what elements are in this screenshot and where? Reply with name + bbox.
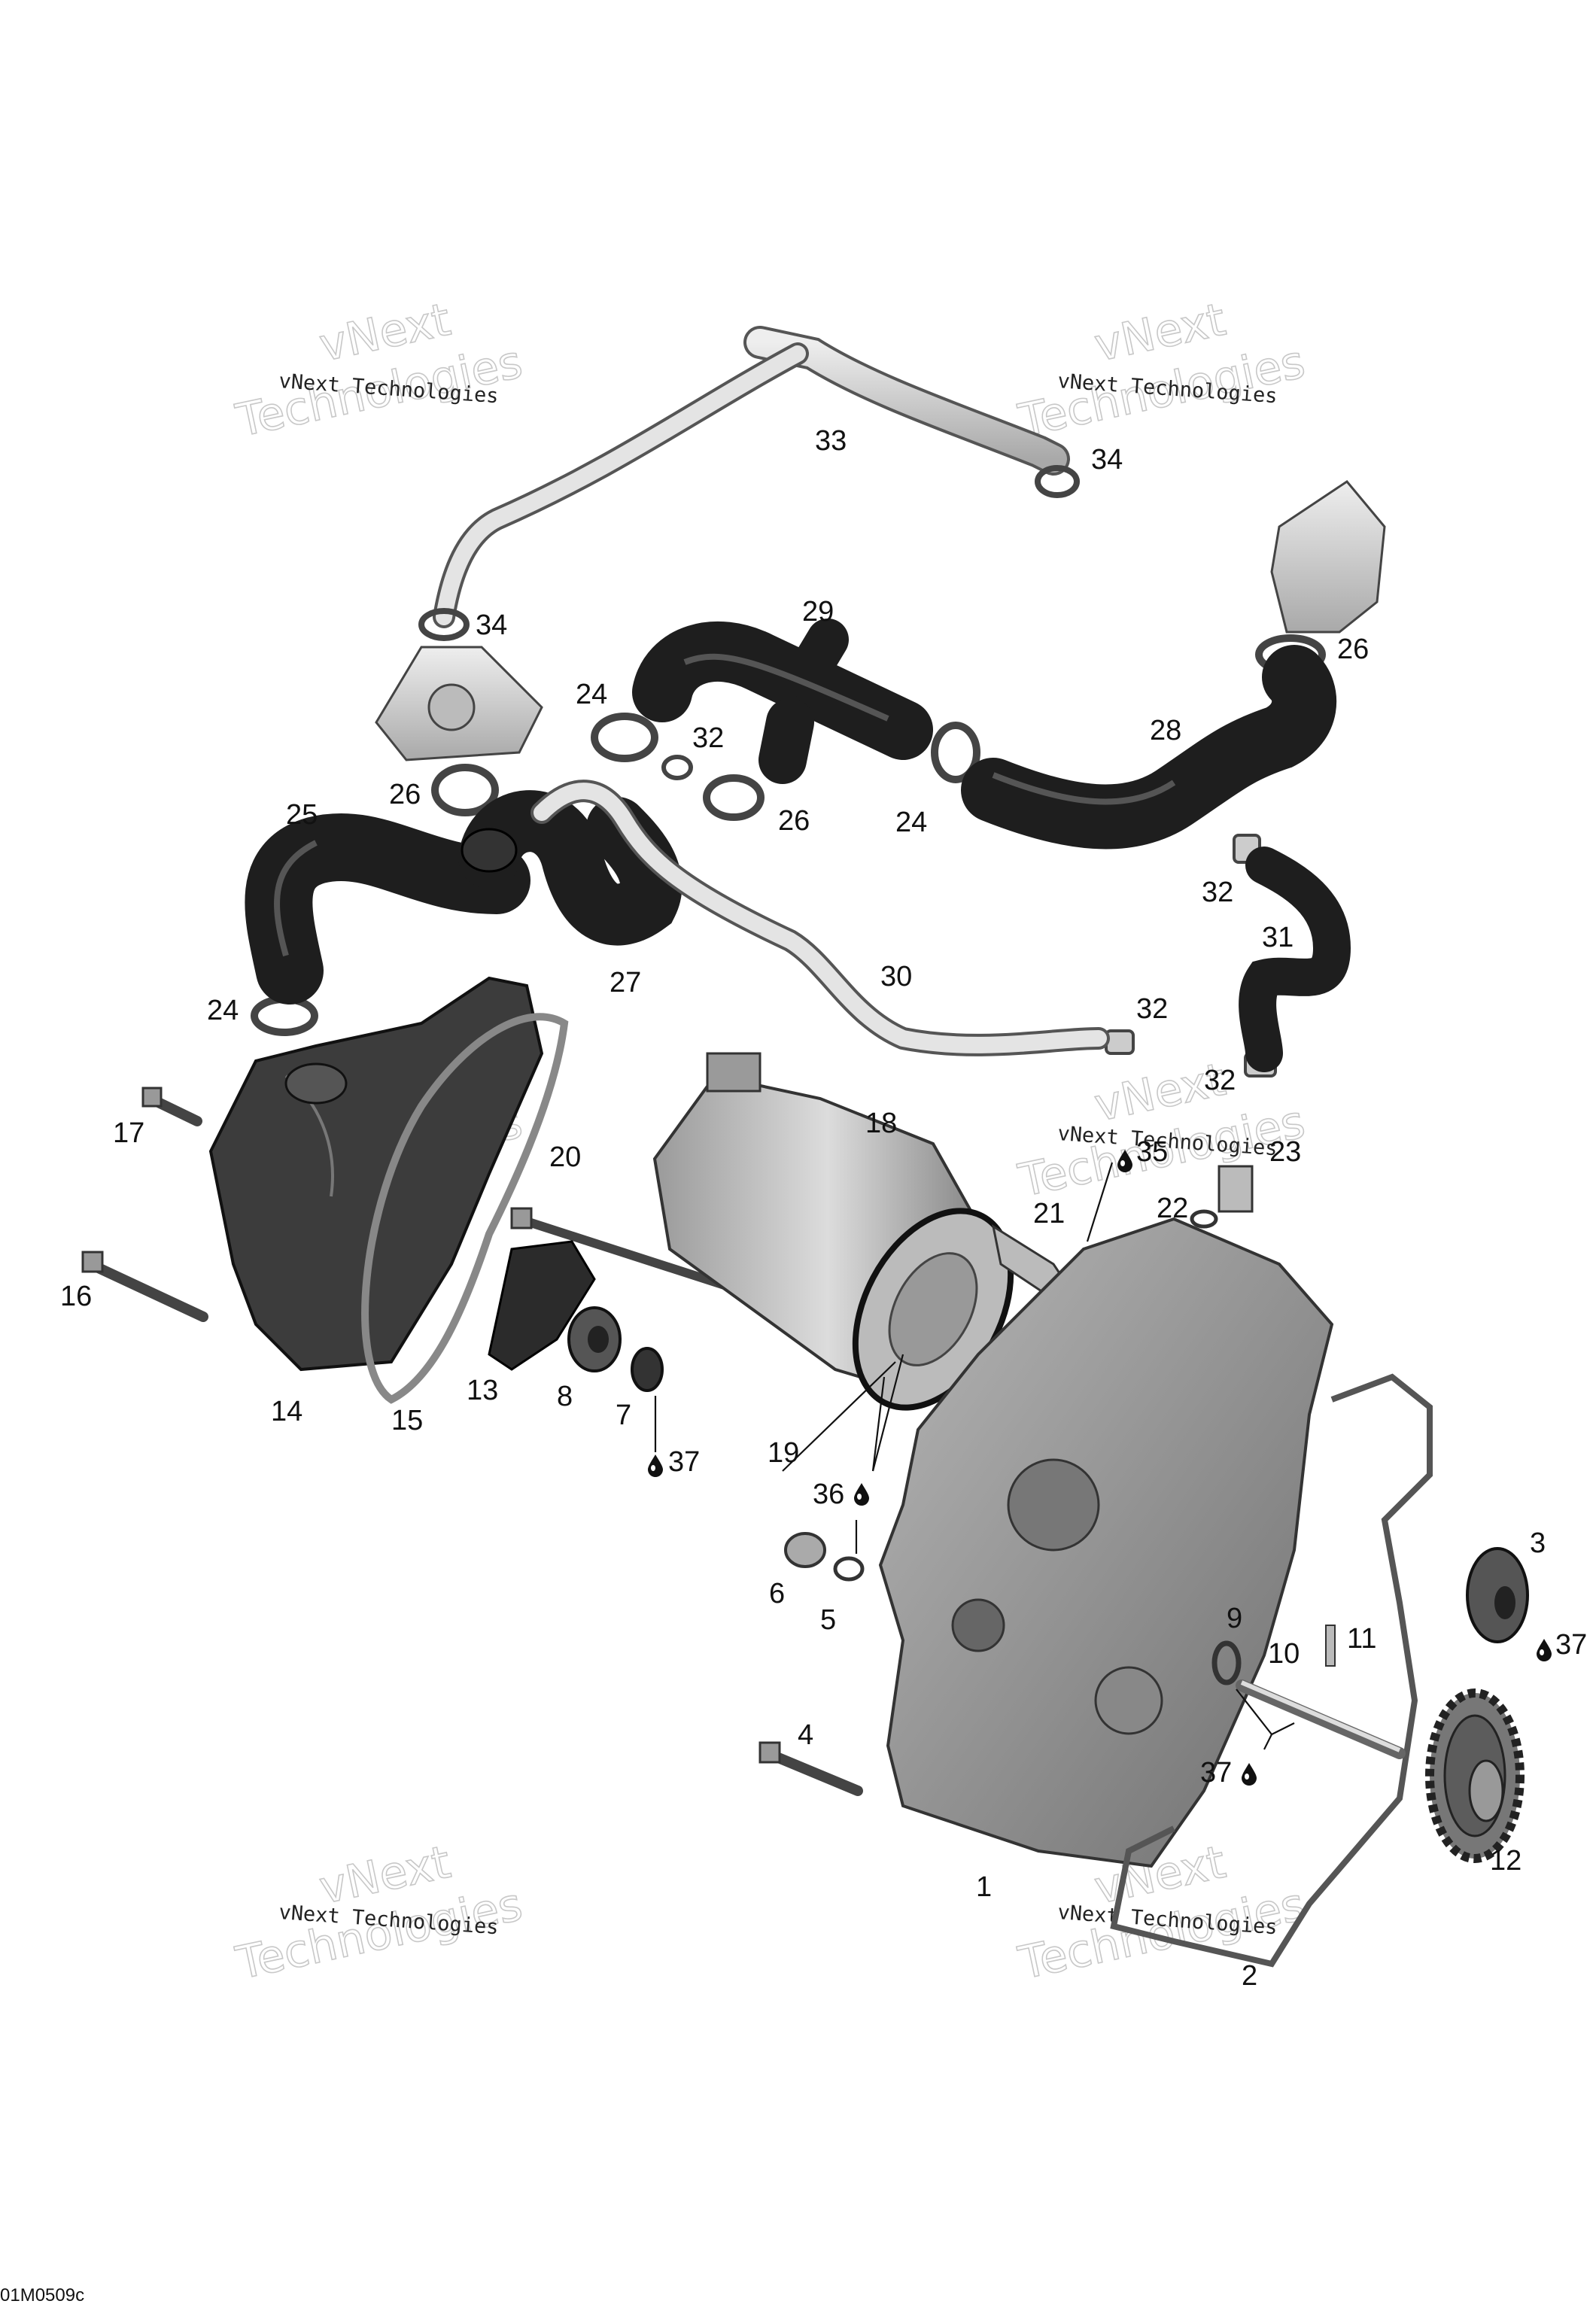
callout-37a: 37 [668,1446,700,1478]
part-15-gasket [361,1013,569,1404]
watermark-top-right: vNext Technologies vNext Technologies [1014,293,1310,448]
oil-drop-icon [854,1483,869,1506]
part-22-o-ring [1190,1209,1218,1229]
callout-16: 16 [60,1281,92,1312]
part-16-bolt [81,1251,208,1322]
callout-34b: 34 [476,609,507,641]
oil-drop-icon [648,1454,663,1477]
part-12-gear [1425,1688,1525,1863]
part-14-pump-housing [208,976,544,1372]
part-33-coolant-pipe [433,326,1070,628]
part-32-clamp-c [1105,1029,1135,1055]
part-23-fitting [1218,1165,1254,1213]
callout-13: 13 [467,1375,498,1406]
oil-drop-icon [1242,1763,1257,1786]
callout-10: 10 [1268,1638,1300,1670]
part-10-shaft [1236,1679,1406,1759]
part-18-oil-cooler [652,1052,1014,1411]
part-2-gasket [1110,1373,1433,1968]
part-24-clamp-a [591,713,658,762]
watermark-top-left: vNext Technologies vNext Technologies [231,293,527,448]
callout-29: 29 [802,596,834,628]
figure-code: 01M0509c [0,2285,84,2305]
part-32-clamp-a [661,755,693,780]
part-24-clamp-b [931,722,980,783]
part-17-bolt [141,1087,202,1126]
callout-9: 9 [1227,1603,1242,1634]
part-11-pin [1325,1625,1336,1667]
callout-32c: 32 [1136,993,1168,1025]
callout-37b: 37 [1555,1629,1587,1661]
part-28-hose [961,645,1336,850]
part-26-clamp-b [431,764,499,816]
callout-26c: 26 [778,805,810,837]
callout-23: 23 [1269,1136,1301,1168]
callout-24c: 24 [207,995,239,1026]
part-8-seal [567,1306,622,1372]
callout-1: 1 [976,1871,992,1903]
callout-20: 20 [549,1141,581,1173]
part-1-crankcase-cover [878,1217,1334,1868]
callout-2: 2 [1242,1960,1257,1992]
part-26-clamp-c [703,774,765,821]
callout-26b: 26 [389,779,421,810]
callout-17: 17 [113,1117,144,1149]
callout-7: 7 [616,1400,631,1431]
callout-24b: 24 [895,807,927,838]
oil-drop-icon [1537,1639,1552,1661]
callout-34a: 34 [1091,444,1123,476]
callout-30: 30 [880,961,912,992]
callout-24a: 24 [576,679,607,710]
callout-27: 27 [610,967,641,998]
callout-26a: 26 [1337,634,1369,665]
callout-labels: 1 2 3 4 5 6 7 8 9 10 11 12 13 14 15 16 1… [60,425,1587,1992]
part-thermostat-housing [1270,480,1386,634]
part-4-bolt [758,1741,863,1796]
callout-6: 6 [769,1578,785,1609]
part-6-plug [784,1532,826,1568]
callout-32a: 32 [692,722,724,754]
callout-15: 15 [391,1405,423,1436]
callout-14: 14 [271,1396,302,1427]
leader-lines [654,1162,1295,1750]
callout-8: 8 [557,1381,573,1412]
part-30-metal-pipe [530,780,1110,1056]
part-29-t-hose [632,619,933,784]
part-34-clamp-left [418,608,470,641]
callout-19: 19 [768,1437,799,1469]
part-34-clamp-top [1035,465,1080,498]
part-7-seal [631,1347,664,1392]
callout-22: 22 [1157,1193,1188,1224]
callout-12: 12 [1490,1845,1522,1877]
watermark-bottom-left: vNext Technologies vNext Technologies [231,1835,527,1991]
callout-28: 28 [1150,715,1181,746]
part-13-impeller [488,1240,596,1371]
part-24-clamp-c [251,995,318,1036]
callout-5: 5 [820,1604,836,1636]
callout-32d: 32 [1204,1065,1236,1096]
callout-33: 33 [815,425,847,457]
callout-3: 3 [1530,1527,1546,1559]
callout-35: 35 [1136,1136,1168,1168]
callout-31: 31 [1262,922,1294,953]
part-5-o-ring [833,1556,865,1582]
part-water-outlet-left [375,646,543,761]
part-3-bearing [1466,1547,1529,1643]
part-9-washer [1211,1640,1242,1685]
callout-21: 21 [1033,1198,1065,1229]
callout-11: 11 [1347,1623,1376,1655]
callout-18: 18 [865,1108,897,1139]
watermark-bottom-right: vNext Technologies vNext Technologies [1014,1835,1310,1991]
callout-37c: 37 [1200,1757,1232,1789]
callout-32b: 32 [1202,877,1233,908]
part-31-hose [1239,847,1351,1072]
callout-4: 4 [798,1719,813,1751]
part-25-hose [245,813,530,1005]
callout-36: 36 [813,1479,844,1510]
callout-25: 25 [286,799,318,831]
